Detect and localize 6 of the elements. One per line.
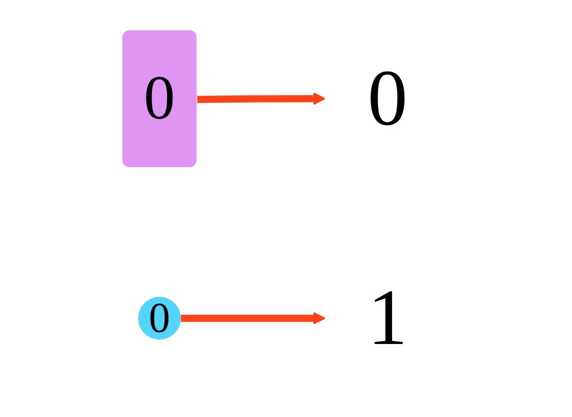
node-text: 0 xyxy=(367,54,408,143)
arrow xyxy=(196,92,326,105)
arrow xyxy=(180,312,326,325)
node-box: 0 xyxy=(122,30,196,168)
node-circle: 0 xyxy=(138,296,180,340)
node-text: 1 xyxy=(367,274,408,362)
